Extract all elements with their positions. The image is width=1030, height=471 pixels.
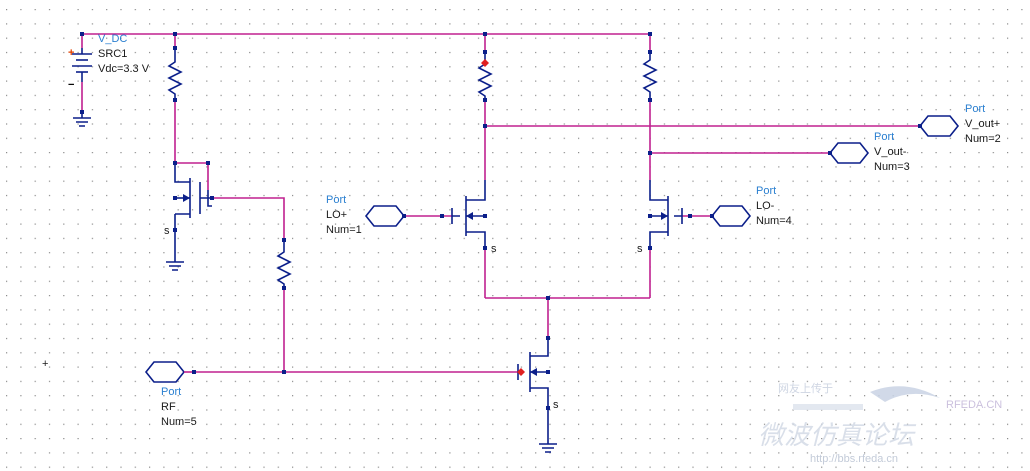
port-v-out-minus-symbol[interactable] <box>828 142 870 164</box>
port-rf-num: Num=5 <box>161 416 197 428</box>
resistor-rf-bias[interactable] <box>276 240 292 288</box>
source-minus: − <box>68 79 74 91</box>
source-plus: + <box>68 47 74 59</box>
port-rf-name: RF <box>161 401 176 413</box>
wires <box>81 33 920 373</box>
port-lo-plus-title: Port <box>326 194 346 206</box>
dc-source[interactable]: + − <box>68 47 92 91</box>
highlight-nodes <box>481 59 525 376</box>
transistor-lo-plus-tag: s <box>491 243 497 255</box>
resistor-bias[interactable] <box>167 48 183 100</box>
port-v-out-plus-name: V_out+ <box>965 118 1000 130</box>
source-name-label: SRC1 <box>98 48 127 60</box>
port-v-out-plus-title: Port <box>965 103 985 115</box>
port-v-out-plus-num: Num=2 <box>965 133 1001 145</box>
source-value-label: Vdc=3.3 V <box>98 63 150 75</box>
port-rf-title: Port <box>161 386 181 398</box>
ground-bias-transistor <box>166 230 184 271</box>
transistor-lo-plus[interactable] <box>451 180 486 250</box>
watermark-url: http://bbs.rfeda.cn <box>810 453 898 465</box>
ground-source <box>73 112 91 127</box>
port-lo-minus-symbol[interactable] <box>710 205 752 227</box>
cursor-crosshair: + <box>42 358 48 370</box>
port-rf-symbol[interactable] <box>144 361 186 383</box>
pin-markers <box>80 32 922 410</box>
wire-bias-gate <box>212 197 285 240</box>
transistor-bias-tag: s <box>164 225 170 237</box>
port-v-out-plus-symbol[interactable] <box>918 115 960 137</box>
port-v-out-minus-num: Num=3 <box>874 161 910 173</box>
port-lo-minus-num: Num=4 <box>756 215 792 227</box>
port-lo-minus-title: Port <box>756 185 776 197</box>
transistor-lo-minus[interactable] <box>649 180 683 250</box>
port-lo-plus-symbol[interactable] <box>364 205 406 227</box>
transistor-tail-tag: s <box>553 399 559 411</box>
watermark: 网友上传于 RFEDA.CN 微波仿真论坛 http://bbs.rfeda.c… <box>758 381 1002 465</box>
ground-tail-transistor <box>539 408 557 453</box>
transistor-bias[interactable] <box>174 163 212 230</box>
port-lo-plus-num: Num=1 <box>326 224 362 236</box>
source-type-label: V_DC <box>98 33 127 45</box>
resistor-load-1[interactable] <box>477 52 493 100</box>
watermark-brand: RFEDA.CN <box>946 399 1002 411</box>
transistor-lo-minus-tag: s <box>637 243 643 255</box>
watermark-chinese: 微波仿真论坛 <box>758 421 917 451</box>
port-v-out-minus-name: V_out- <box>874 146 907 158</box>
watermark-uploader: 网友上传于 <box>778 381 833 395</box>
port-v-out-minus-title: Port <box>874 131 894 143</box>
port-lo-plus-name: LO+ <box>326 209 347 221</box>
resistor-load-2[interactable] <box>642 52 658 100</box>
port-lo-minus-name: LO- <box>756 200 775 212</box>
